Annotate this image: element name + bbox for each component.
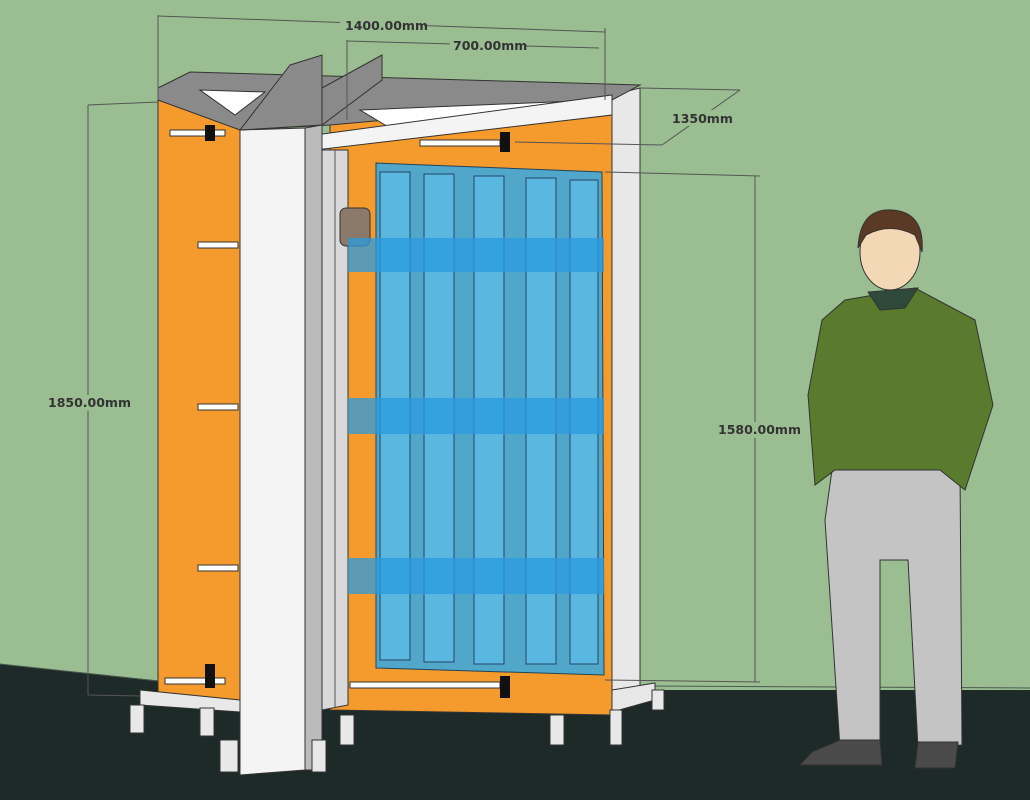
panel-height-label: 1580.00mm	[718, 422, 801, 437]
base-feet	[129, 682, 665, 773]
scale-person	[798, 209, 994, 769]
depth-label: 1350mm	[672, 111, 733, 126]
overall-height-label: 1850.00mm	[48, 395, 131, 410]
center-post	[239, 127, 306, 776]
left-orange-panel	[157, 94, 241, 706]
door-width-label: 700.00mm	[453, 38, 527, 53]
person-pants	[824, 469, 963, 749]
right-frame	[611, 87, 641, 717]
glass-door	[348, 162, 605, 676]
cabinet-model	[129, 54, 665, 776]
person-shirt	[807, 287, 994, 491]
overall-width-label: 1400.00mm	[345, 18, 428, 33]
person-shoes	[798, 739, 883, 766]
